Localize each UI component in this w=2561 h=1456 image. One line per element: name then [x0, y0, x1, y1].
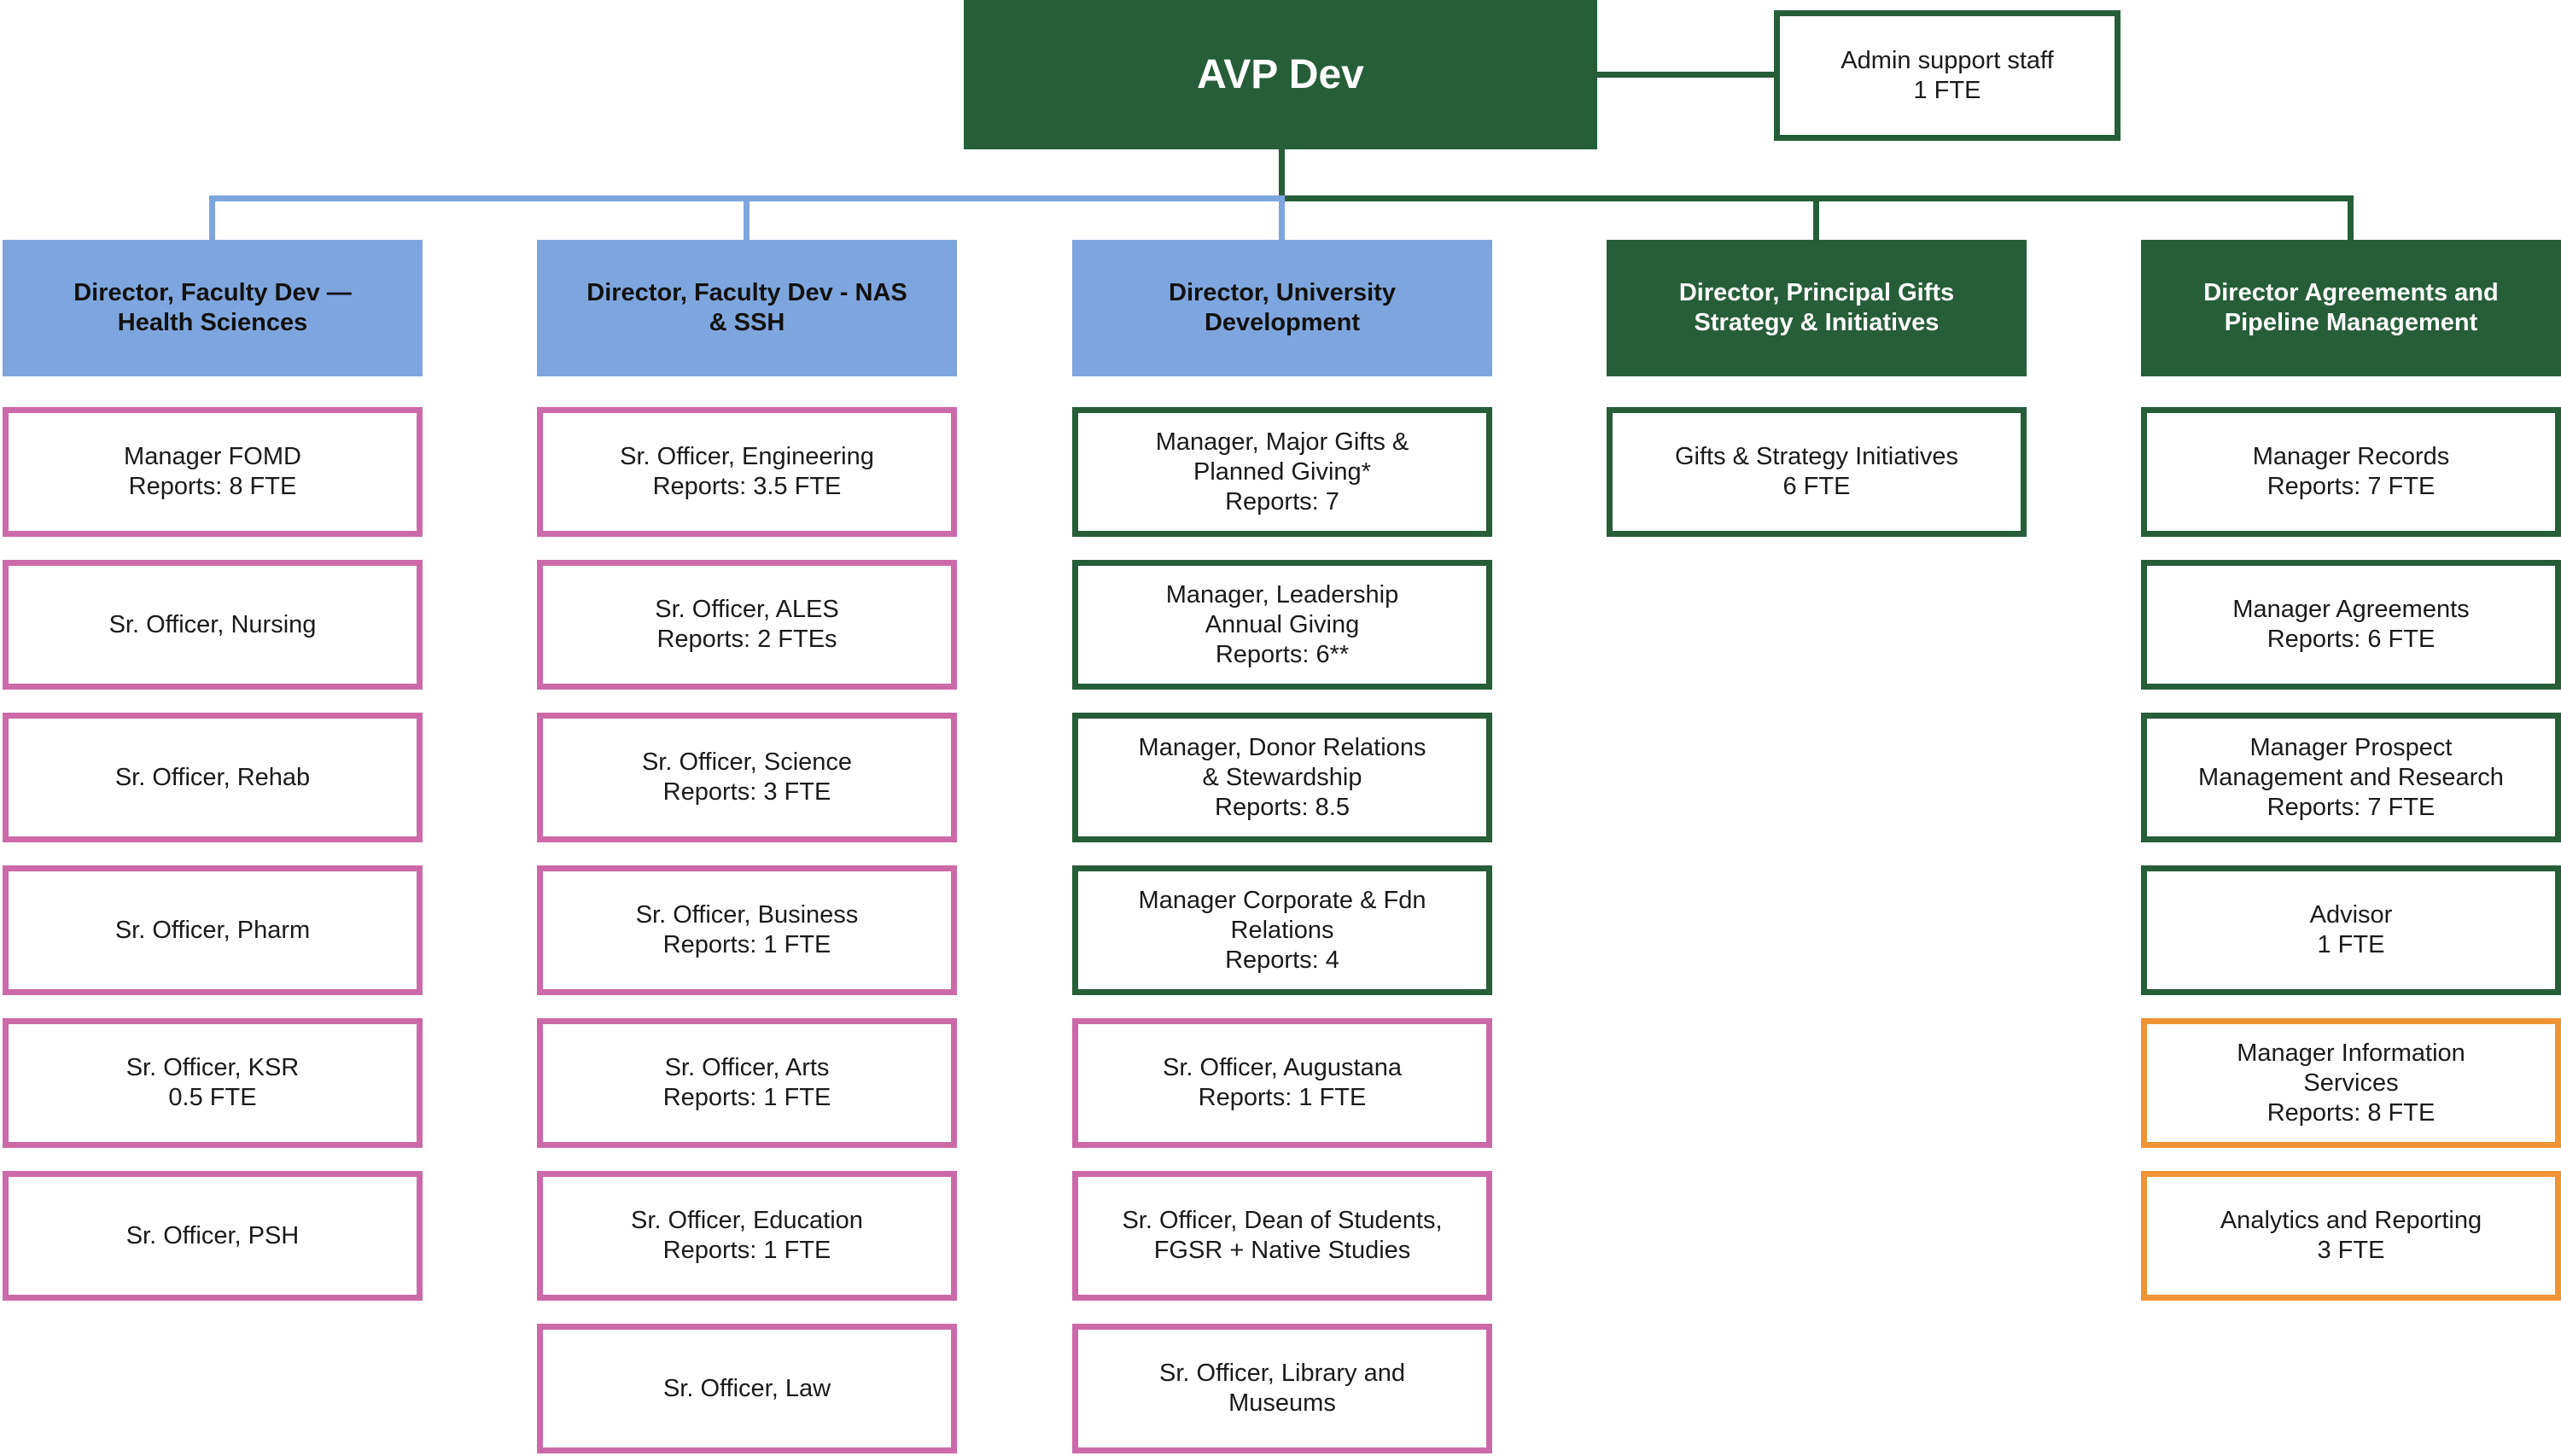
report-node: Sr. Officer, ALES Reports: 2 FTEs	[537, 560, 957, 690]
report-node: Manager Prospect Management and Research…	[2141, 713, 2561, 842]
report-node: Sr. Officer, Business Reports: 1 FTE	[537, 865, 957, 995]
report-node: Manager Records Reports: 7 FTE	[2141, 407, 2561, 537]
report-node: Manager Agreements Reports: 6 FTE	[2141, 560, 2561, 690]
report-node: Sr. Officer, Education Reports: 1 FTE	[537, 1171, 957, 1301]
connector-col4	[1813, 195, 1819, 240]
connector-col5	[2348, 195, 2354, 240]
connector-col1	[209, 195, 215, 240]
connector-top-vertical	[1279, 149, 1285, 201]
director-node: Director, Faculty Dev — Health Sciences	[3, 240, 423, 376]
connector-col3	[1279, 195, 1285, 240]
director-node: Director, University Development	[1072, 240, 1492, 376]
report-node: Advisor 1 FTE	[2141, 865, 2561, 995]
report-node: Sr. Officer, Pharm	[3, 865, 423, 995]
report-node: Manager, Major Gifts & Planned Giving* R…	[1072, 407, 1492, 537]
report-node: Sr. Officer, Library and Museums	[1072, 1324, 1492, 1453]
report-node: Sr. Officer, Nursing	[3, 560, 423, 690]
connector-col2	[744, 195, 750, 240]
report-node: Sr. Officer, Rehab	[3, 713, 423, 842]
report-node: Sr. Officer, KSR 0.5 FTE	[3, 1018, 423, 1148]
director-node: Director, Principal Gifts Strategy & Ini…	[1607, 240, 2027, 376]
report-node: Manager FOMD Reports: 8 FTE	[3, 407, 423, 537]
report-node: Manager Information Services Reports: 8 …	[2141, 1018, 2561, 1148]
report-node: Sr. Officer, Engineering Reports: 3.5 FT…	[537, 407, 957, 537]
report-node: Sr. Officer, Science Reports: 3 FTE	[537, 713, 957, 842]
report-node: Sr. Officer, Augustana Reports: 1 FTE	[1072, 1018, 1492, 1148]
report-node: Gifts & Strategy Initiatives 6 FTE	[1607, 407, 2027, 537]
director-node: Director Agreements and Pipeline Managem…	[2141, 240, 2561, 376]
report-node: Manager, Leadership Annual Giving Report…	[1072, 560, 1492, 690]
report-node: Analytics and Reporting 3 FTE	[2141, 1171, 2561, 1301]
report-node: Sr. Officer, PSH	[3, 1171, 423, 1301]
report-node: Sr. Officer, Arts Reports: 1 FTE	[537, 1018, 957, 1148]
report-node: Manager Corporate & Fdn Relations Report…	[1072, 865, 1492, 995]
connector-admin	[1596, 72, 1776, 78]
director-node: Director, Faculty Dev - NAS & SSH	[537, 240, 957, 376]
report-node: Sr. Officer, Law	[537, 1324, 957, 1453]
report-node: Manager, Donor Relations & Stewardship R…	[1072, 713, 1492, 842]
report-node: Sr. Officer, Dean of Students, FGSR + Na…	[1072, 1171, 1492, 1301]
admin-support-node: Admin support staff 1 FTE	[1774, 10, 2121, 141]
avp-dev-node: AVP Dev	[964, 0, 1597, 149]
